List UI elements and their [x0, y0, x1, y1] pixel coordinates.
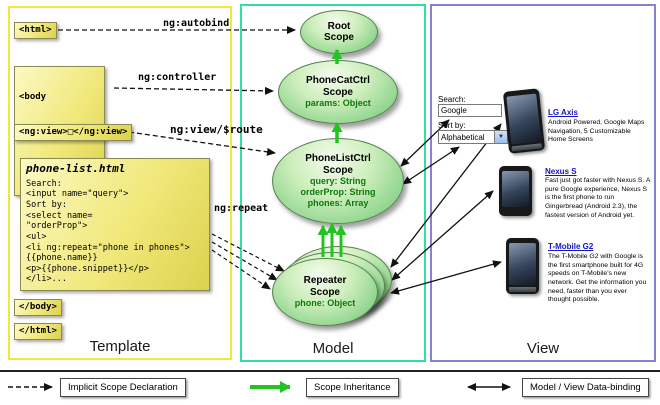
label-ng-autobind: ng:autobind	[163, 18, 230, 29]
phone-image-nexus-s	[499, 166, 532, 216]
legend-green-arrow-icon	[250, 381, 291, 393]
phone-name-link[interactable]: T-Mobile G2	[548, 242, 594, 251]
body-close-tag-box: </body>	[14, 299, 62, 317]
code-line: <p>{{phone.snippet}}</p>	[26, 263, 149, 274]
phone-description: Fast just got faster with Nexus S. A pur…	[545, 177, 651, 219]
legend-implicit-label: Implicit Scope Declaration	[60, 378, 186, 397]
scope-property: phone: Object	[294, 298, 356, 309]
phone-keyboard	[511, 143, 542, 152]
scope-title: Scope	[323, 32, 354, 43]
code-line: "orderProp">	[26, 221, 88, 232]
scope-property: phones: Array	[307, 197, 369, 208]
scope-title: PhoneListCtrl	[305, 153, 371, 165]
sort-label: Sort by:	[438, 121, 466, 130]
phone-description: The T-Mobile G2 with Google is the first…	[548, 253, 647, 304]
phonecat-scope-ellipse: PhoneCatCtrl Scope params: Object	[278, 60, 398, 124]
code-line: <li ng:repeat="phone in phones">	[26, 242, 190, 253]
phonelist-scope-ellipse: PhoneListCtrl Scope query: String orderP…	[272, 138, 404, 224]
phone-name-link[interactable]: Nexus S	[545, 167, 577, 176]
scope-title: Repeater	[303, 275, 347, 287]
template-panel: Template	[8, 6, 232, 360]
code-line: </li>...	[26, 274, 67, 285]
model-panel-label: Model	[312, 340, 354, 357]
phone-image-lg-axis	[502, 88, 546, 154]
search-label: Search:	[438, 95, 466, 104]
html-close-tag-box: </html>	[14, 323, 62, 341]
html-open-tag-box: <html>	[14, 22, 57, 40]
code-line: {{phone.name}}	[26, 253, 98, 264]
code-line: Sort by:	[26, 200, 67, 210]
scope-title: Scope	[309, 286, 340, 298]
phone-screen	[506, 93, 542, 145]
legend-databinding-label: Model / View Data-binding	[522, 378, 649, 397]
label-ng-view-route: ng:view/$route	[170, 123, 263, 136]
view-panel-label: View	[526, 340, 560, 357]
phone-name-link[interactable]: LG Axis	[548, 108, 578, 117]
phone-screen	[509, 243, 536, 285]
label-ng-controller: ng:controller	[138, 72, 217, 83]
phone-keyboard	[509, 287, 536, 292]
search-input[interactable]	[438, 104, 502, 117]
code-line: <ul>	[26, 231, 47, 242]
code-line: <input name="query">	[26, 189, 129, 200]
sort-select[interactable]: Alphabetical ▼	[438, 130, 508, 144]
root-scope-ellipse: Root Scope	[300, 10, 378, 54]
note-code: Search: <input name="query"> Sort by: <s…	[26, 179, 204, 285]
phone-list-note: phone-list.html Search: <input name="que…	[20, 158, 210, 291]
code-line: Search:	[26, 178, 62, 189]
scope-title: Scope	[322, 164, 353, 176]
phone-description: Android Powered, Google Maps Navigation,…	[548, 119, 645, 144]
phone-image-tmobile-g2	[506, 238, 539, 294]
repeater-scope-ellipse-front: Repeater Scope phone: Object	[272, 258, 378, 326]
sort-select-value: Alphabetical	[441, 132, 485, 142]
note-title: phone-list.html	[26, 162, 126, 175]
legend-double-arrow-icon	[467, 383, 511, 391]
template-panel-label: Template	[89, 338, 151, 355]
scope-title: Root	[327, 20, 351, 32]
legend-dashed-arrow-icon	[8, 383, 53, 391]
scope-property: query: String	[309, 176, 366, 187]
code-line: <select name=	[26, 210, 93, 221]
phone-screen	[502, 171, 529, 207]
label-ng-repeat: ng:repeat	[214, 203, 269, 214]
body-open-line: <body	[19, 91, 47, 102]
ng-view-tag-box: <ng:view>□</ng:view>	[14, 124, 133, 142]
scope-title: PhoneCatCtrl	[306, 75, 370, 87]
scope-property: orderProp: String	[300, 187, 376, 198]
chevron-down-icon: ▼	[494, 131, 507, 143]
scope-property: params: Object	[305, 98, 371, 109]
scope-title: Scope	[322, 86, 353, 98]
legend-inheritance-label: Scope Inheritance	[306, 378, 399, 397]
legend-divider	[0, 370, 660, 372]
